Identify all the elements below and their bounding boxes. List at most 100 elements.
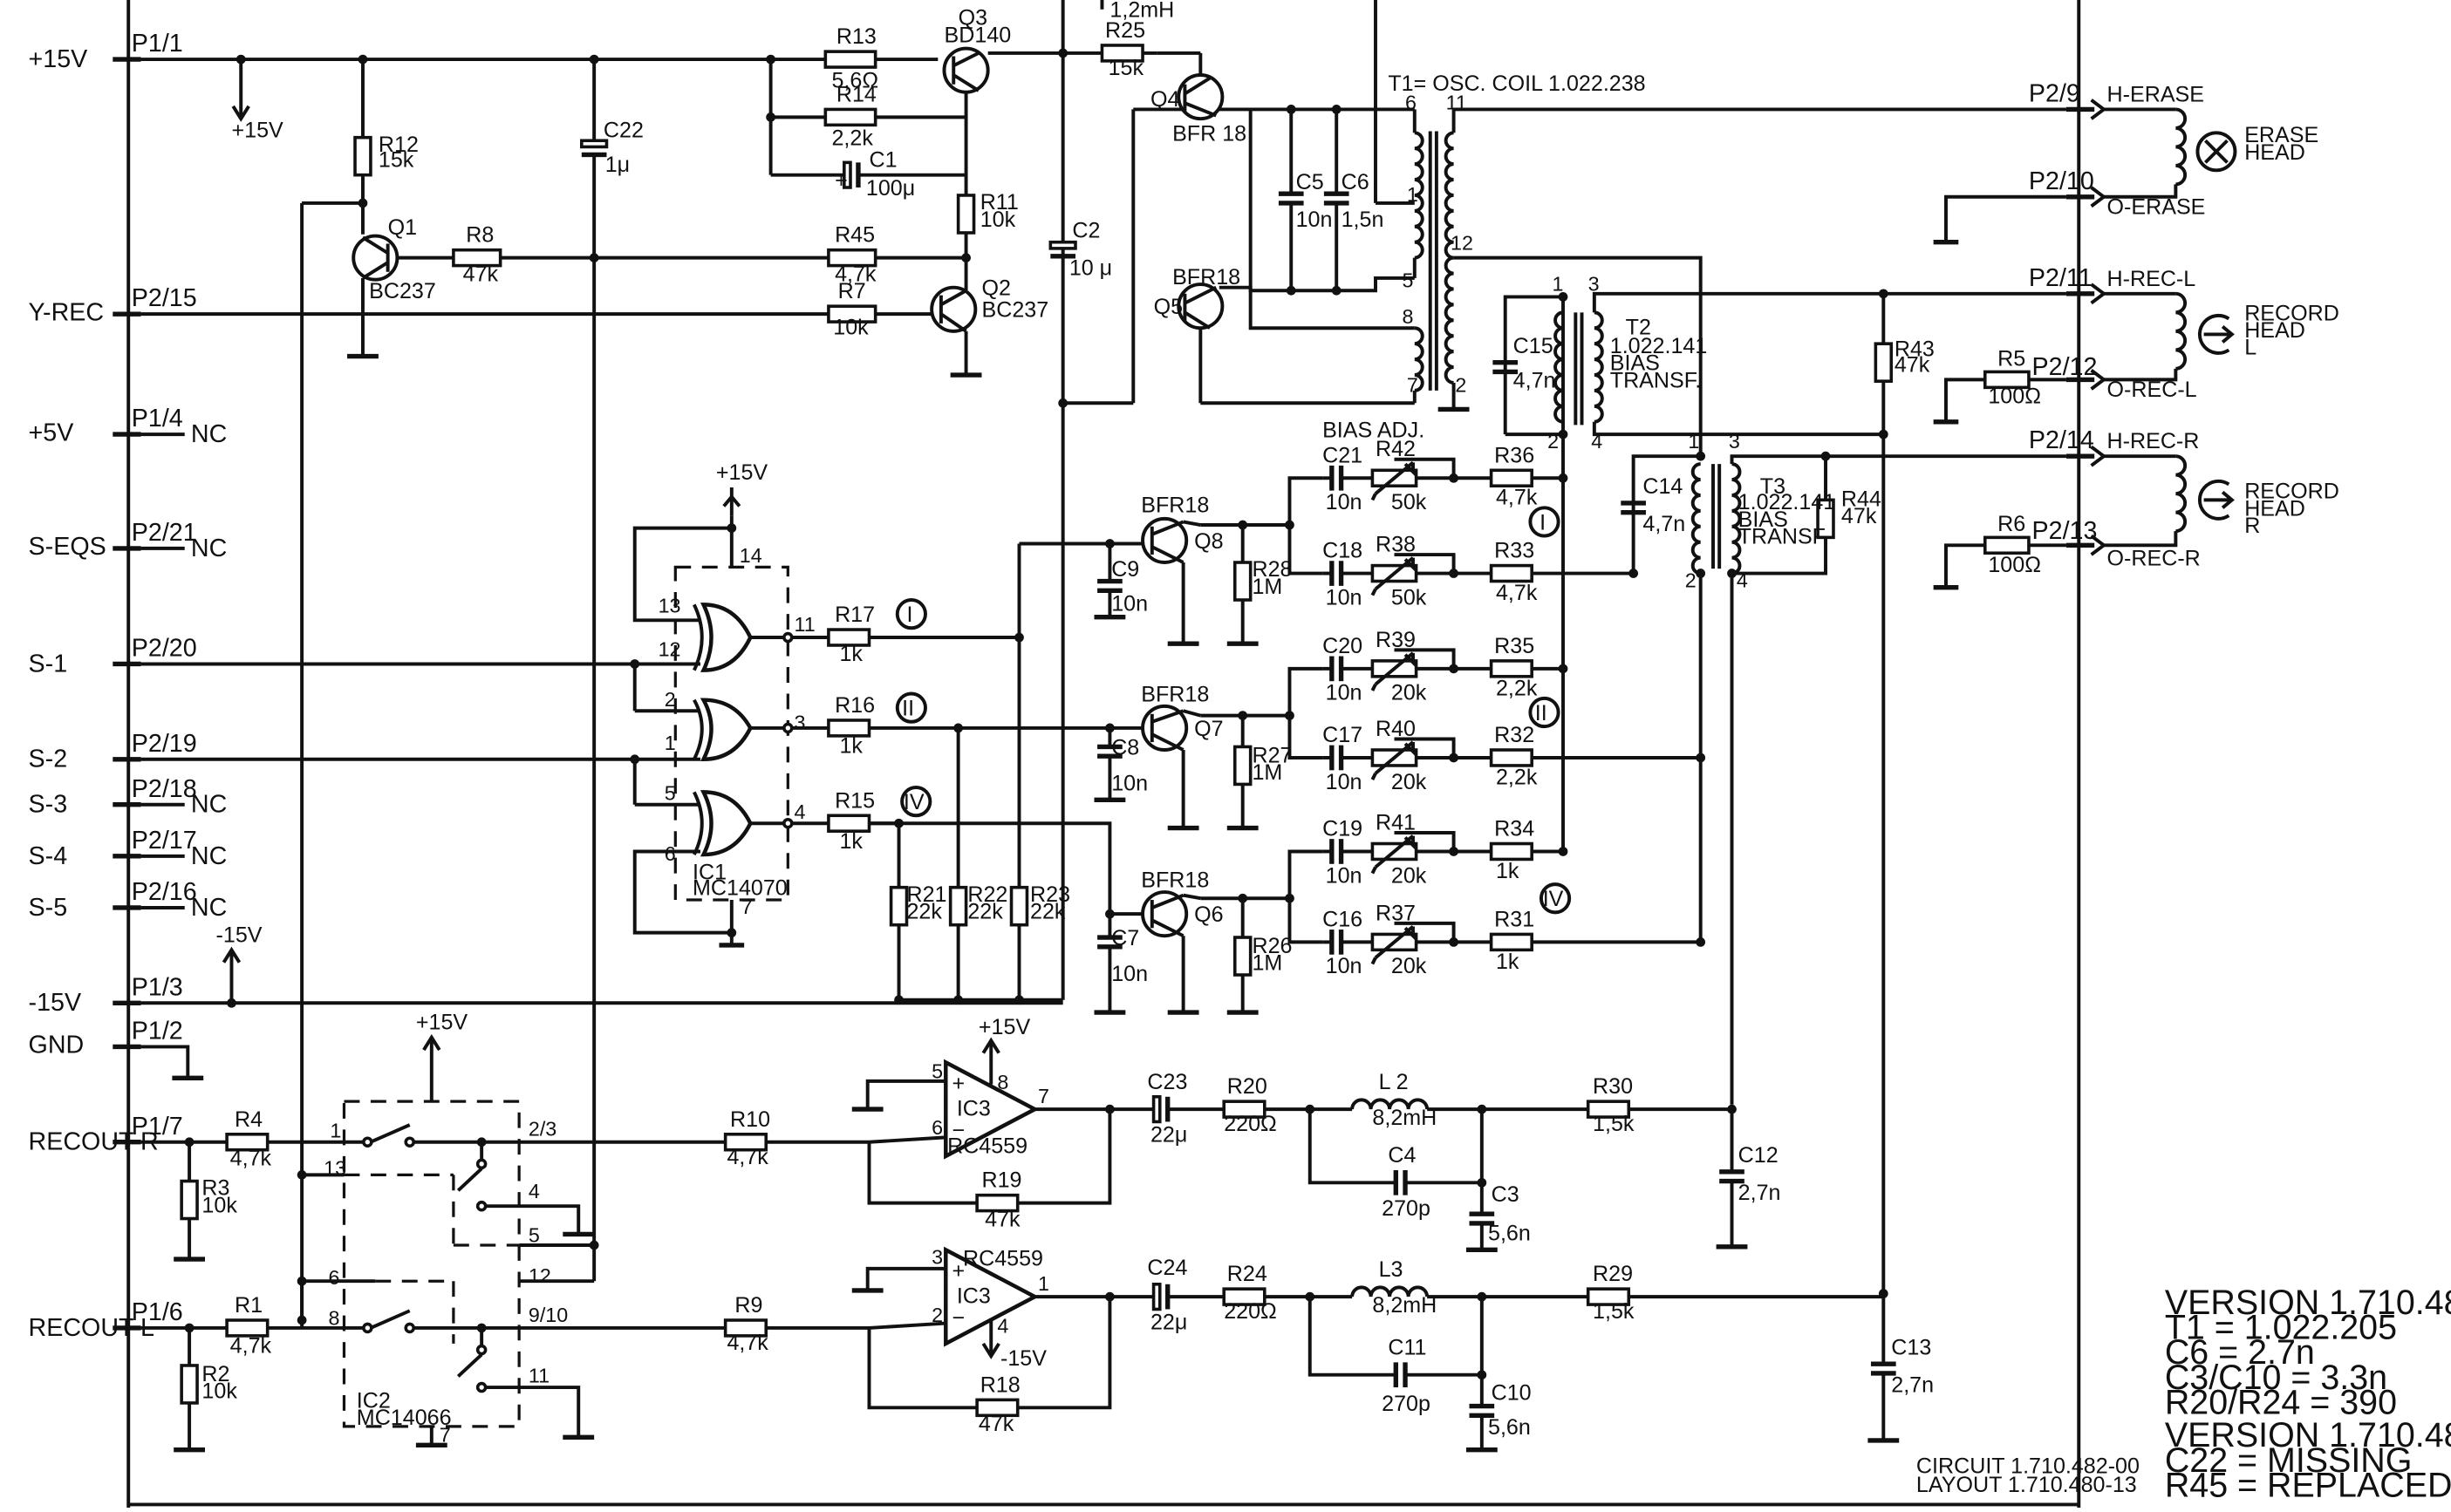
output-amps: R10 4,7k R9 4,7k + − IC3 RC4559 5 6 8 7 … (723, 1015, 1934, 1453)
capacitor-c1 (843, 160, 852, 189)
val-r5: 100Ω (1988, 384, 2041, 408)
svg-text:1: 1 (665, 732, 676, 754)
wire-r41-wiper (1394, 831, 1456, 854)
svg-text:12: 12 (1451, 232, 1473, 255)
note-v81-title: VERSION 1.710.480–81: (2165, 1284, 2451, 1322)
ref-c19: C19 (1322, 817, 1362, 841)
ref-q2: Q2 (981, 276, 1010, 301)
ref-q7: Q7 (1194, 717, 1223, 741)
val-r44: 47k (1841, 504, 1877, 528)
ref-q8: Q8 (1194, 529, 1223, 554)
label-h-erase: H-ERASE (2107, 82, 2204, 106)
ref-r44: R44 (1841, 487, 1881, 512)
ref-c23: C23 (1147, 1070, 1187, 1094)
resistor-r4 (225, 1132, 270, 1152)
note-v81-4: R20/R24 = 390 (2165, 1383, 2397, 1421)
pin-p2-13: P2/13 (2032, 517, 2098, 545)
svg-text:1: 1 (1038, 1272, 1049, 1295)
nc-s4: NC (191, 842, 227, 870)
wire-r39-wiper (1394, 648, 1456, 671)
ref-c22: C22 (604, 119, 644, 143)
marker-ii-left: II (902, 697, 914, 721)
note-v00-2: R45 = REPLACED BY WIRE (2165, 1466, 2451, 1504)
version-notes: VERSION 1.710.480–81: T1 = 1.022.205 C6 … (1916, 1284, 2451, 1505)
svg-text:6: 6 (932, 1116, 943, 1139)
val-r9: 4,7k (727, 1331, 768, 1355)
val-c19: 10n (1326, 863, 1362, 888)
val-c4: 270p (1382, 1196, 1430, 1221)
ref-c7: C7 (1111, 926, 1139, 950)
trimmer-r37-tip (1403, 926, 1415, 940)
val-r11: 10k (980, 208, 1016, 232)
trimmer-r40-tail (1370, 773, 1377, 780)
val-r40: 20k (1391, 770, 1427, 794)
val-r38: 50k (1391, 585, 1427, 610)
ref-r43: R43 (1895, 337, 1935, 362)
xor-gate-2-icon (693, 698, 753, 762)
ref-r1: R1 (235, 1293, 263, 1318)
svg-text:+: + (952, 1259, 965, 1284)
label-o-rec-r: O-REC-R (2107, 547, 2201, 571)
label-s4: S-4 (29, 842, 68, 870)
transistor-q6 (1141, 890, 1189, 938)
val-r42: 50k (1391, 490, 1427, 514)
trimmer-r38-tip (1403, 557, 1415, 572)
label-5v: +5V (29, 419, 74, 446)
ref-q6: Q6 (1194, 902, 1223, 927)
val-c11: 270p (1382, 1392, 1430, 1416)
c1-plus: + (835, 168, 848, 193)
val-r32: 2,2k (1496, 765, 1538, 789)
label-s2: S-2 (29, 746, 68, 773)
ref-c2: C2 (1072, 218, 1100, 242)
pin-p1-1: P1/1 (132, 30, 183, 58)
nc-s3: NC (191, 791, 227, 819)
svg-text:8: 8 (329, 1306, 340, 1329)
trimmer-r40-tip (1403, 742, 1415, 756)
label-m15v: -15V (29, 989, 82, 1017)
ic1-xor-section: +15V 14 13 12 2 1 5 6 11 3 4 7 (140, 460, 1110, 1080)
val-c22: 1μ (605, 153, 630, 177)
svg-text:1: 1 (1407, 183, 1418, 206)
val-r6: 100Ω (1988, 553, 2041, 577)
val-c23: 22μ (1150, 1123, 1187, 1148)
resistor-r8 (452, 248, 502, 268)
val-c14: 4,7n (1642, 512, 1685, 536)
val-c24: 22μ (1150, 1311, 1187, 1335)
ref-r12: R12 (379, 133, 419, 157)
ref-r5: R5 (1997, 346, 2025, 371)
ic2-switch-section: +15V 1 2/3 4 5 12 9/10 11 13 6 8 7 (140, 1011, 729, 1453)
val-ic3a: RC4559 (947, 1134, 1028, 1158)
capacitor-c23 (1151, 1094, 1162, 1124)
svg-text:3: 3 (1588, 272, 1600, 295)
transistor-q8 (1141, 516, 1189, 564)
val-r19: 47k (985, 1207, 1021, 1231)
svg-text:3: 3 (932, 1245, 943, 1268)
marker-i-right: I (1540, 510, 1546, 535)
note-layout: LAYOUT 1.710.480-13 (1916, 1473, 2137, 1497)
val-r20: 220Ω (1224, 1112, 1277, 1136)
ref-r22: R22 (967, 882, 1007, 907)
ref-c12: C12 (1738, 1143, 1779, 1168)
val-r39: 20k (1391, 681, 1427, 705)
val-c15: 4,7n (1513, 368, 1556, 392)
ref-r23: R23 (1030, 882, 1070, 907)
pin-p2-17: P2/17 (132, 827, 197, 855)
val-r16: 1k (839, 734, 863, 759)
val-r36: 4,7k (1496, 486, 1538, 510)
val-c18: 10n (1326, 585, 1362, 610)
svg-text:1: 1 (1688, 430, 1699, 453)
ref-r17: R17 (835, 603, 875, 627)
ref-r36: R36 (1494, 443, 1534, 467)
ref-r28: R28 (1252, 557, 1292, 582)
pin-p2-9: P2/9 (2029, 79, 2080, 107)
marker-iv-left: IV (904, 790, 925, 814)
wire-r38-wiper (1394, 553, 1456, 576)
svg-text:5: 5 (529, 1223, 540, 1246)
val-r37: 20k (1391, 954, 1427, 978)
label-s1: S-1 (29, 650, 68, 678)
val-ic3b: RC4559 (963, 1246, 1043, 1270)
ref-c3: C3 (1492, 1182, 1519, 1207)
val-r10: 4,7k (727, 1145, 768, 1169)
ref-c15: C15 (1513, 334, 1553, 358)
